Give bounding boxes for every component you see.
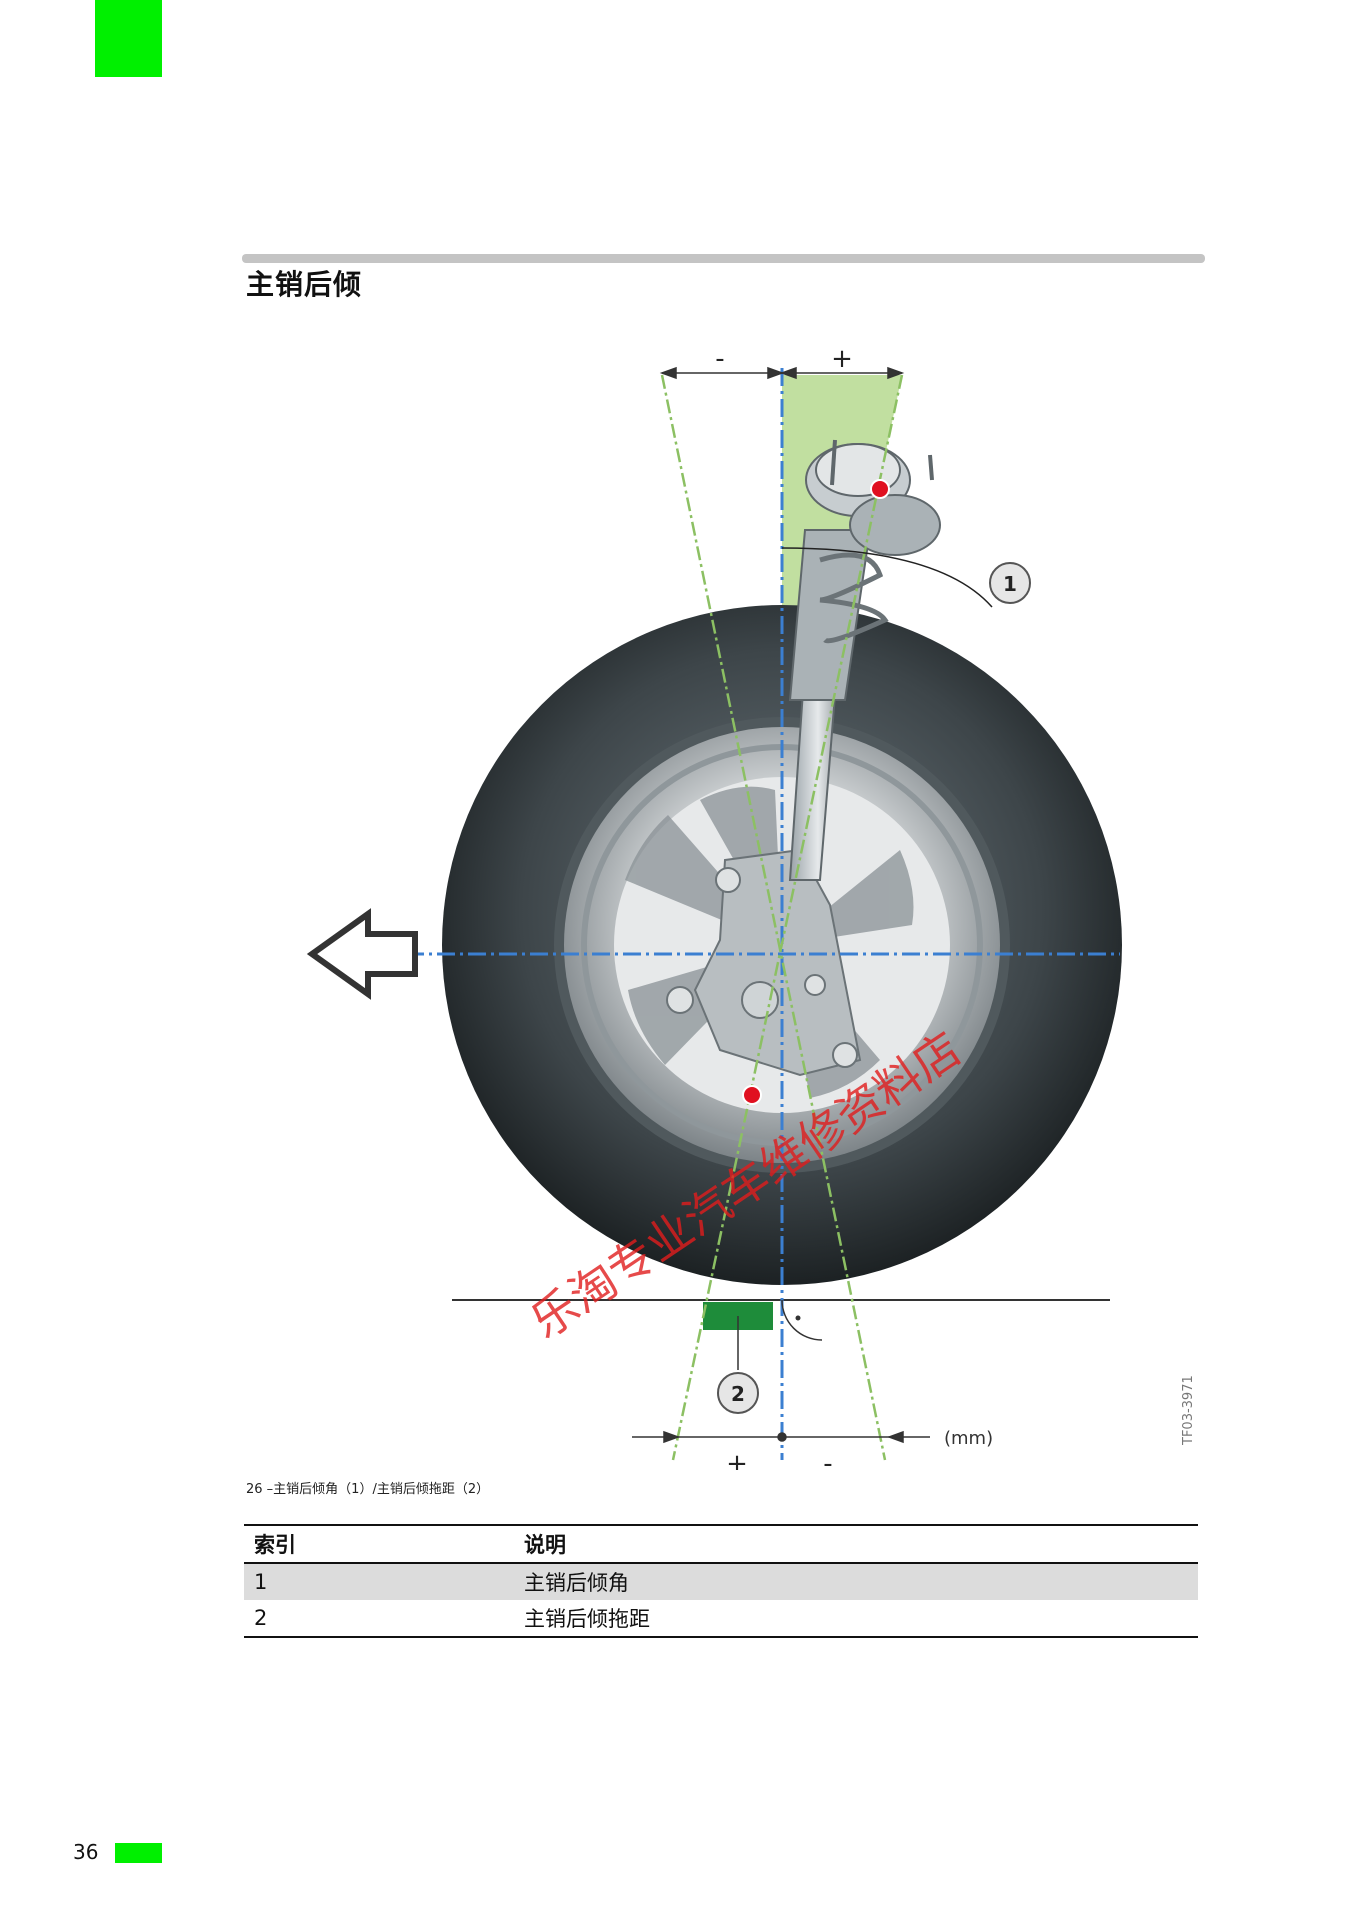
top-plus-sign: + bbox=[831, 344, 853, 374]
right-angle-mark bbox=[781, 1299, 823, 1341]
table-row: 2 主销后倾拖距 bbox=[244, 1600, 1198, 1637]
table-row: 1 主销后倾角 bbox=[244, 1563, 1198, 1600]
row-index: 1 bbox=[244, 1563, 514, 1600]
callout-2-label: 2 bbox=[731, 1382, 745, 1406]
bottom-minus-sign: - bbox=[823, 1449, 832, 1470]
image-code: TF03-3971 bbox=[1181, 1375, 1196, 1446]
bottom-plus-sign: + bbox=[726, 1449, 748, 1470]
lower-pivot-marker bbox=[742, 1085, 762, 1105]
header-description: 说明 bbox=[514, 1525, 1198, 1564]
unit-label: (mm) bbox=[944, 1428, 993, 1449]
page-tab-marker bbox=[115, 1843, 162, 1863]
callout-1-label: 1 bbox=[1003, 572, 1017, 596]
section-title: 主销后倾 bbox=[246, 268, 363, 301]
top-minus-sign: - bbox=[715, 344, 724, 374]
row-index: 2 bbox=[254, 1606, 268, 1630]
page-number: 36 bbox=[73, 1840, 99, 1864]
bottom-dimension bbox=[632, 1430, 930, 1444]
chapter-tab-marker bbox=[95, 0, 162, 77]
header-index: 索引 bbox=[244, 1525, 514, 1564]
section-divider bbox=[242, 254, 1205, 263]
top-dimension bbox=[659, 366, 905, 380]
caster-axis-positive bbox=[671, 374, 904, 1461]
caster-axis-negative bbox=[660, 374, 887, 1461]
figure-caption: 26 –主销后倾角（1）/主销后倾拖距（2） bbox=[246, 1482, 490, 1497]
legend-table: 索引 说明 1 主销后倾角 2 主销后倾拖距 bbox=[244, 1524, 1198, 1638]
callout-1 bbox=[989, 562, 1031, 604]
upper-pivot-marker bbox=[870, 479, 890, 499]
table-header-row: 索引 说明 bbox=[244, 1525, 1198, 1564]
row-description: 主销后倾拖距 bbox=[524, 1607, 650, 1631]
caster-figure: - + + - (mm) 1 2 TF03-3971 乐淘专业汽车维修资料店 bbox=[242, 320, 1205, 1470]
direction-arrow-icon bbox=[306, 908, 418, 1000]
row-description: 主销后倾角 bbox=[514, 1563, 1198, 1600]
callout-2 bbox=[717, 1372, 759, 1414]
